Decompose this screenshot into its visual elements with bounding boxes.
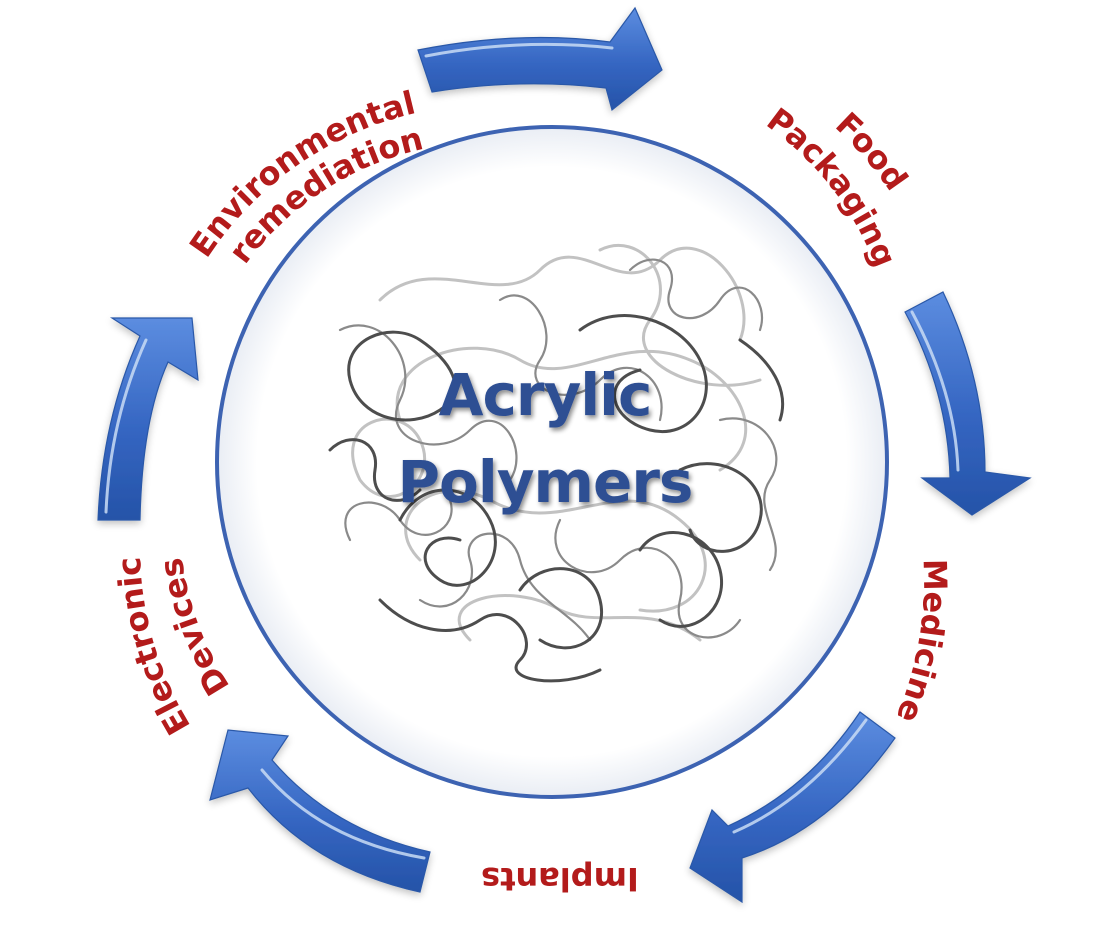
center-title: Acrylic Polymers [398, 361, 694, 516]
arrow-top-icon [417, 6, 663, 112]
cycle-arrows [97, 6, 1032, 904]
arrow-lower-left-icon [209, 729, 431, 893]
center-title-line1: Acrylic [439, 361, 652, 429]
arrow-right-icon [904, 291, 1032, 516]
label-implants: Implants [481, 860, 639, 898]
label-medicine: Medicine [889, 558, 955, 728]
label-implants-text: Implants [481, 860, 639, 898]
polymer-chains-illustration [328, 243, 785, 683]
center-title-line2: Polymers [398, 448, 693, 516]
arrow-left-icon [97, 317, 199, 521]
label-medicine-text: Medicine [889, 558, 955, 728]
arrow-lower-right-icon [689, 711, 896, 904]
label-electronic-devices: Electronic Devices [110, 555, 237, 741]
